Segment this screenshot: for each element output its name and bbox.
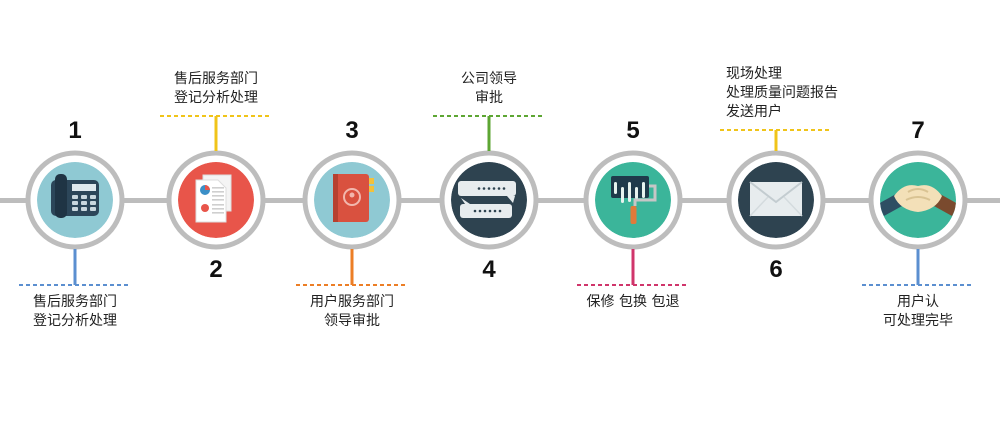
notebook-emblem-head — [349, 192, 355, 198]
roller-drip — [621, 187, 624, 203]
step-label: 公司领导审批 — [419, 70, 559, 108]
envelope-body — [750, 182, 802, 216]
phone-key — [72, 195, 78, 199]
chat-dot — [483, 209, 487, 213]
roller-drip — [642, 182, 645, 198]
step-number: 3 — [345, 117, 359, 144]
step-number: 4 — [482, 256, 496, 283]
phone-key — [90, 195, 96, 199]
phone-screen — [72, 184, 96, 191]
roller-handle — [630, 206, 637, 224]
phone-key — [81, 201, 87, 205]
doc-line — [212, 187, 224, 189]
step-label-line: 用户服务部门 — [310, 294, 394, 310]
step-label-line: 售后服务部门 — [33, 294, 117, 310]
roller-drip — [614, 182, 617, 194]
notebook-spine — [333, 174, 338, 222]
step-number: 1 — [68, 117, 82, 144]
chat-bubble-tail — [507, 196, 515, 203]
doc-line — [212, 208, 224, 210]
step-label: 售后服务部门登记分析处理 — [5, 293, 145, 331]
handshake-icon — [880, 162, 956, 238]
step-label-line: 发送用户 — [726, 104, 782, 120]
step-label-line: 用户认 — [897, 294, 939, 310]
phone-key — [81, 195, 87, 199]
step-label-line: 售后服务部门 — [174, 71, 258, 87]
step-number: 5 — [626, 117, 640, 144]
chat-dot — [477, 187, 481, 190]
finger-line — [907, 188, 929, 193]
clasped-hands — [894, 185, 942, 212]
chat-dot — [488, 209, 492, 213]
step-label-line: 领导审批 — [324, 313, 380, 329]
notebook-emblem — [343, 188, 361, 206]
roller-drip — [628, 182, 631, 202]
chat-dot — [473, 209, 477, 213]
envelope-icon — [738, 162, 814, 238]
doc-pie-slice — [205, 185, 210, 190]
step-label-line: 公司领导 — [461, 71, 517, 87]
step-label-line: 登记分析处理 — [174, 90, 258, 106]
chat-dot — [502, 187, 506, 190]
roller-frame — [633, 184, 657, 206]
doc-front — [195, 179, 227, 223]
doc-line — [212, 199, 224, 201]
telephone-icon — [37, 162, 113, 238]
document-chart-icon — [178, 162, 254, 238]
phone-key — [81, 207, 87, 211]
notebook-cover — [333, 174, 369, 222]
phone-key — [90, 207, 96, 211]
notebook-icon — [314, 162, 390, 238]
phone-key — [90, 201, 96, 205]
chat-dot — [497, 187, 501, 190]
doc-chart-dot — [201, 204, 209, 212]
step-label-line: 处理质量问题报告 — [726, 85, 838, 101]
chat-dot — [492, 187, 496, 190]
step-label: 保修 包换 包退 — [563, 293, 703, 312]
paint-roller-icon — [595, 162, 671, 238]
step-label-line: 可处理完毕 — [883, 313, 953, 329]
roller-drip — [635, 187, 638, 199]
step-label-line: 现场处理 — [726, 66, 782, 82]
phone-key — [72, 207, 78, 211]
step-label-line: 审批 — [475, 90, 503, 106]
notebook-tab — [369, 178, 374, 184]
step-label-line: 登记分析处理 — [33, 313, 117, 329]
chat-dot — [498, 209, 502, 213]
step-label-line: 保修 包换 包退 — [586, 294, 680, 310]
doc-line — [212, 204, 224, 206]
step-label: 用户认可处理完毕 — [848, 293, 988, 331]
envelope-flap — [749, 181, 803, 204]
step-number: 2 — [209, 256, 223, 283]
step-label: 现场处理处理质量问题报告发送用户 — [726, 65, 838, 122]
phone-key — [72, 201, 78, 205]
chat-bubble-top — [458, 181, 516, 196]
doc-line — [212, 191, 224, 193]
chat-dot — [493, 209, 497, 213]
notebook-tab — [369, 186, 374, 192]
step-number: 7 — [911, 117, 925, 144]
envelope-fold — [749, 196, 803, 217]
step-label: 用户服务部门领导审批 — [282, 293, 422, 331]
phone-handset — [55, 174, 67, 218]
chat-dot — [478, 209, 482, 213]
doc-line — [212, 212, 224, 214]
finger-line — [905, 196, 931, 201]
step-icon-bg — [595, 162, 671, 238]
doc-line — [212, 195, 224, 197]
chat-bubbles-icon — [451, 162, 527, 238]
chat-bubble-tail — [461, 198, 470, 204]
chat-dot — [482, 187, 486, 190]
step-label: 售后服务部门登记分析处理 — [146, 70, 286, 108]
step-number: 6 — [769, 256, 783, 283]
chat-dot — [487, 187, 491, 190]
